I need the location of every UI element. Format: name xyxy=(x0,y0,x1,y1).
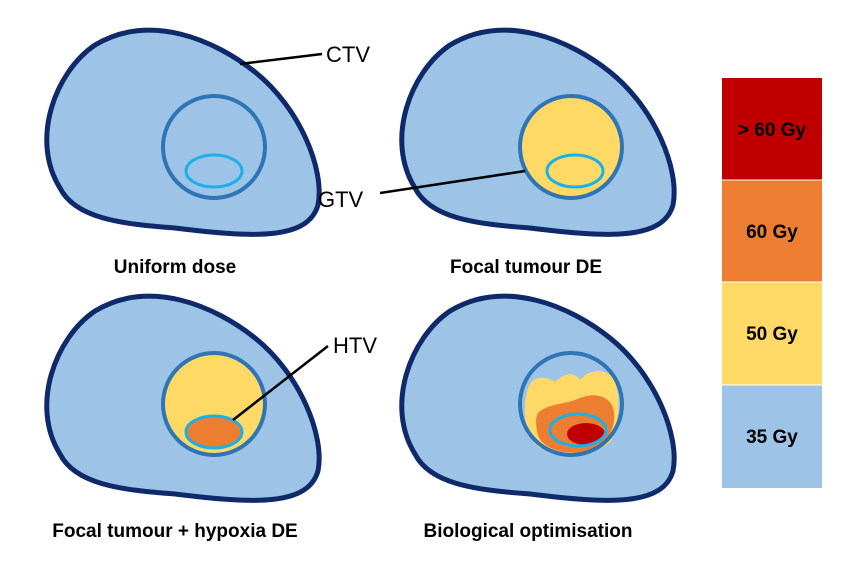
legend-label-60: 60 Gy xyxy=(746,222,798,243)
panel-biological-optimisation: Biological optimisation xyxy=(399,293,677,542)
ctv-leader-line xyxy=(239,52,323,66)
gtv-contour xyxy=(161,94,267,200)
panel-caption: Biological optimisation xyxy=(423,521,632,542)
legend-swatch-gt60 xyxy=(722,78,822,180)
panel-caption: Focal tumour DE xyxy=(450,257,602,278)
gtv-contour xyxy=(518,351,624,457)
legend-swatch-50 xyxy=(722,282,822,385)
gtv-contour xyxy=(518,94,624,200)
panel-focal-tumour-de: Focal tumour DE xyxy=(399,27,677,278)
legend-label-gt60: > 60 Gy xyxy=(738,120,807,141)
dose-legend: > 60 Gy 60 Gy 50 Gy 35 Gy xyxy=(722,78,822,488)
ctv-contour xyxy=(44,27,322,237)
htv-callout: HTV xyxy=(232,333,377,421)
htv-contour xyxy=(184,153,244,189)
legend-swatch-60 xyxy=(722,180,822,282)
gtv-label: GTV xyxy=(318,187,364,212)
panel-caption: Focal tumour + hypoxia DE xyxy=(52,521,297,542)
gtv-callout: GTV xyxy=(318,169,526,212)
htv-contour xyxy=(184,414,244,450)
htv-contour xyxy=(545,153,605,189)
panel-caption: Uniform dose xyxy=(114,257,236,278)
dose-gt60gy-region xyxy=(567,423,605,445)
panel-focal-tumour-hypoxia-de: Focal tumour + hypoxia DE xyxy=(44,293,322,542)
htv-contour xyxy=(548,412,608,448)
ctv-label: CTV xyxy=(326,42,370,67)
htv-label: HTV xyxy=(333,333,377,358)
panel-uniform-dose: Uniform dose xyxy=(44,27,322,278)
ctv-callout: CTV xyxy=(239,42,370,67)
legend-label-50: 50 Gy xyxy=(746,324,798,345)
legend-swatch-35 xyxy=(722,385,822,488)
legend-label-35: 35 Gy xyxy=(746,427,798,448)
gtv-leader-line xyxy=(379,169,526,195)
htv-leader-line xyxy=(232,345,329,421)
